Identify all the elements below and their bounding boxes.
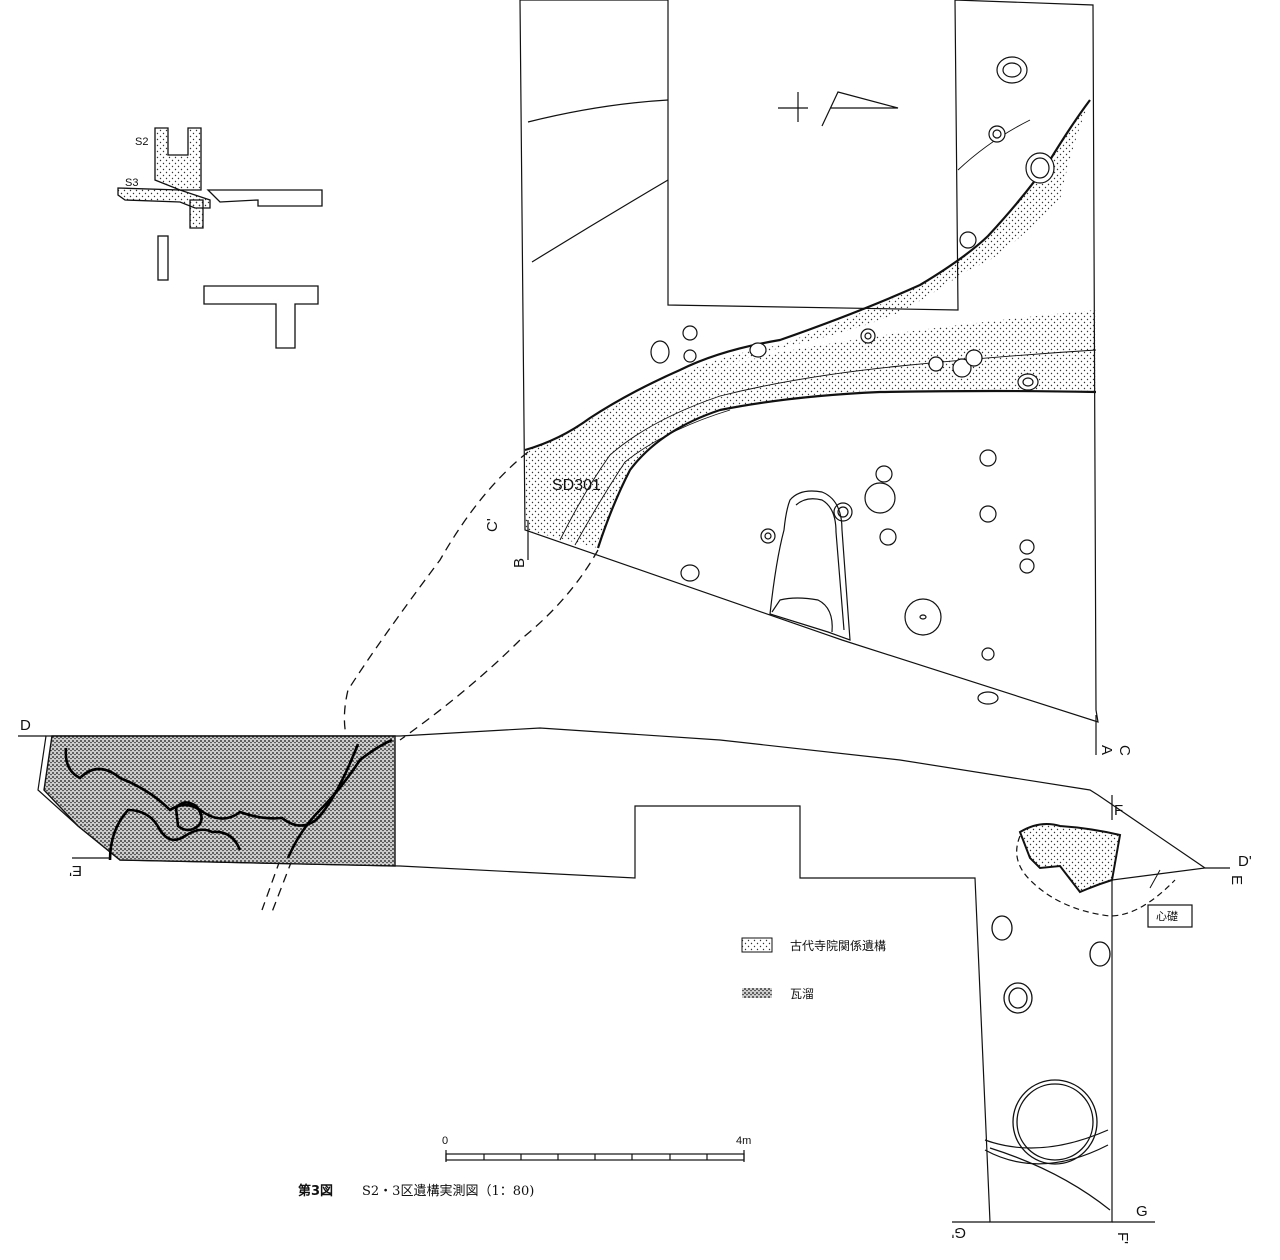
upper-trench-outline [519, 0, 1099, 723]
figure-number: 第3図 [298, 1183, 333, 1199]
section-label-c: C [1116, 745, 1133, 756]
scale-bar [445, 1150, 745, 1162]
lower-ditch-lines [984, 1129, 1111, 1211]
key-map-north-south-trench [157, 235, 169, 281]
legend: 古代寺院関係遺構 瓦溜 [741, 937, 886, 1001]
key-map-label-s3: S3 [125, 177, 138, 189]
section-label-f-prime: F' [1114, 1232, 1131, 1244]
stone-label: 心礎 [1156, 910, 1178, 923]
upper-trench-layer-line [527, 99, 669, 123]
section-label-g-prime: G' [951, 1224, 966, 1241]
legend-label-temple: 古代寺院関係遺構 [790, 938, 886, 953]
legend-symbol-dotted [741, 937, 773, 953]
projected-ditch-line [261, 451, 599, 913]
upper-trench [519, 0, 1099, 723]
key-map-s2-block [154, 127, 202, 191]
ditch-sd301-lower-fill [598, 310, 1096, 548]
key-map: S2 S3 [117, 127, 323, 349]
section-label-b: B [511, 558, 528, 568]
upper-trench-layer-line-2 [531, 179, 669, 263]
ditch-sd301-fill [525, 100, 1090, 548]
section-label-e: E [1228, 875, 1245, 885]
section-label-g: G [1136, 1203, 1148, 1220]
legend-label-tile: 瓦溜 [790, 986, 814, 1001]
key-map-s3-stub [189, 199, 204, 229]
section-label-c-prime: C' [484, 518, 501, 532]
section-label-f: F [1114, 802, 1123, 819]
legend-symbol-dense [742, 988, 772, 998]
pits-lower [991, 915, 1111, 1165]
pits-upper [650, 56, 1055, 705]
key-map-label-s2: S2 [135, 136, 148, 148]
stone-label-box [1147, 904, 1193, 928]
key-map-east-trench [206, 189, 323, 207]
scale-start-label: 0 [442, 1135, 448, 1147]
scale-end-label: 4m [736, 1135, 751, 1147]
section-label-d: D [20, 717, 31, 734]
section-labels: D E' B C' A C F D' E G' G F' [18, 518, 1252, 1244]
section-label-e-prime: E' [69, 862, 82, 879]
stone-area [1016, 823, 1176, 917]
north-arrow [778, 91, 899, 127]
elongated-pit [769, 490, 851, 641]
section-label-a: A [1098, 745, 1115, 755]
section-label-d-prime: D' [1238, 853, 1252, 870]
key-map-t-trench [203, 285, 319, 349]
tile-deposit [43, 735, 396, 867]
ditch-label: SD301 [552, 477, 601, 494]
figure-title: S2・3区遺構実測図（1：80) [362, 1183, 534, 1199]
